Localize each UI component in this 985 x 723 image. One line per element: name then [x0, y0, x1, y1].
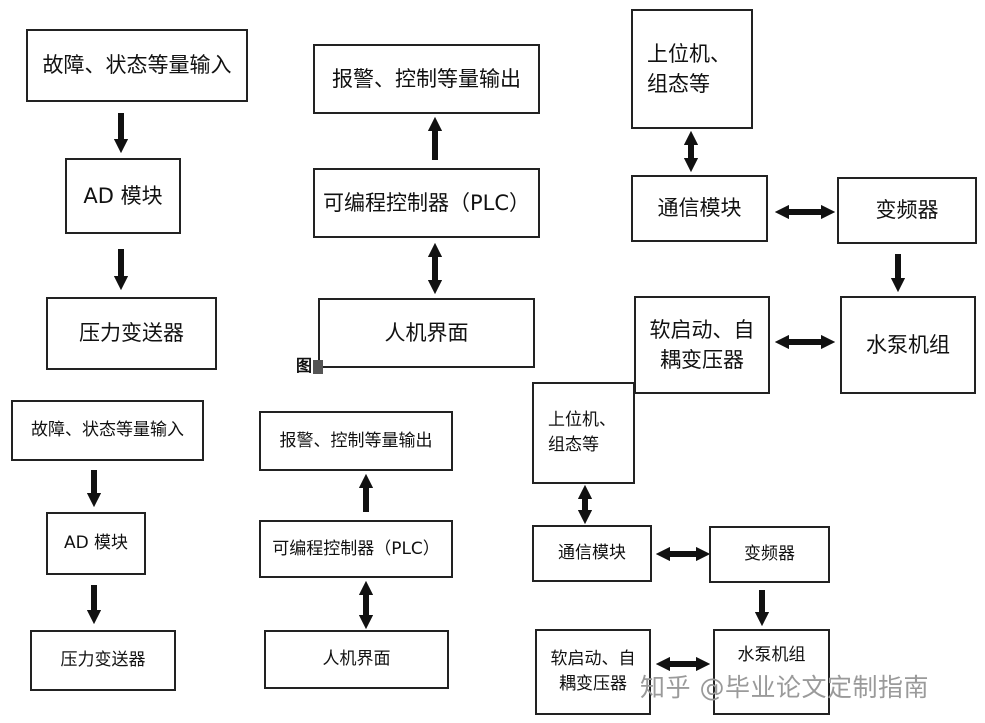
soft-starter-box: 软启动、自 耦变压器: [535, 629, 651, 715]
box-label: 上位机、 组态等: [647, 41, 731, 96]
host-computer-box: 上位机、 组态等: [532, 382, 635, 484]
caption-smudge: [313, 359, 324, 374]
ad-module-box: AD 模块: [65, 158, 181, 234]
alarm-control-output-box: 报警、控制等量输出: [259, 411, 453, 471]
alarm-control-output-box: 报警、控制等量输出: [313, 44, 540, 114]
ad-module-box: AD 模块: [46, 512, 146, 575]
watermark-text: 知乎 @毕业论文定制指南: [640, 673, 929, 702]
box-label: 通信模块: [558, 543, 626, 564]
box-label: 压力变送器: [60, 650, 146, 671]
vfd-box: 变频器: [709, 526, 830, 583]
comm-module-box: 通信模块: [631, 175, 768, 242]
figure-caption: 图: [296, 352, 324, 376]
comm-module-box: 通信模块: [532, 525, 652, 582]
box-label: 上位机、 组态等: [548, 410, 616, 455]
plc-box: 可编程控制器（PLC）: [313, 168, 540, 238]
box-label: 水泵机组: [866, 332, 950, 357]
box-label: 软启动、自 耦变压器: [649, 317, 755, 372]
box-label: 故障、状态等量输入: [31, 420, 184, 441]
box-label: 人机界面: [384, 320, 469, 345]
host-computer-box: 上位机、 组态等: [631, 9, 753, 129]
vfd-box: 变频器: [837, 177, 977, 244]
pressure-transmitter-box: 压力变送器: [30, 630, 176, 691]
box-label: 报警、控制等量输出: [279, 430, 433, 451]
box-label: AD 模块: [63, 533, 129, 554]
pump-unit-box: 水泵机组: [713, 629, 830, 715]
box-label: 软启动、自 耦变压器: [550, 649, 636, 694]
hmi-box: 人机界面: [264, 630, 449, 689]
box-label: 水泵机组: [737, 645, 806, 665]
pressure-transmitter-box: 压力变送器: [46, 297, 217, 370]
hmi-box: 人机界面: [318, 298, 535, 368]
box-label: 可编程控制器（PLC）: [272, 538, 440, 559]
box-label: 故障、状态等量输入: [42, 53, 232, 78]
box-label: 变频器: [744, 544, 795, 565]
box-label: 压力变送器: [79, 321, 184, 346]
box-label: 人机界面: [322, 649, 391, 670]
pump-unit-box: 水泵机组: [840, 296, 976, 394]
box-label: 变频器: [875, 198, 939, 223]
watermark: 知乎 @毕业论文定制指南: [640, 668, 929, 704]
box-label: 可编程控制器（PLC）: [322, 190, 531, 215]
fault-status-input-box: 故障、状态等量输入: [11, 400, 204, 461]
plc-box: 可编程控制器（PLC）: [259, 520, 453, 578]
caption-text: 图: [296, 356, 313, 375]
box-label: AD 模块: [83, 183, 163, 208]
box-label: 通信模块: [657, 196, 742, 221]
fault-status-input-box: 故障、状态等量输入: [26, 29, 248, 102]
soft-starter-box: 软启动、自 耦变压器: [634, 296, 770, 394]
box-label: 报警、控制等量输出: [332, 66, 521, 91]
